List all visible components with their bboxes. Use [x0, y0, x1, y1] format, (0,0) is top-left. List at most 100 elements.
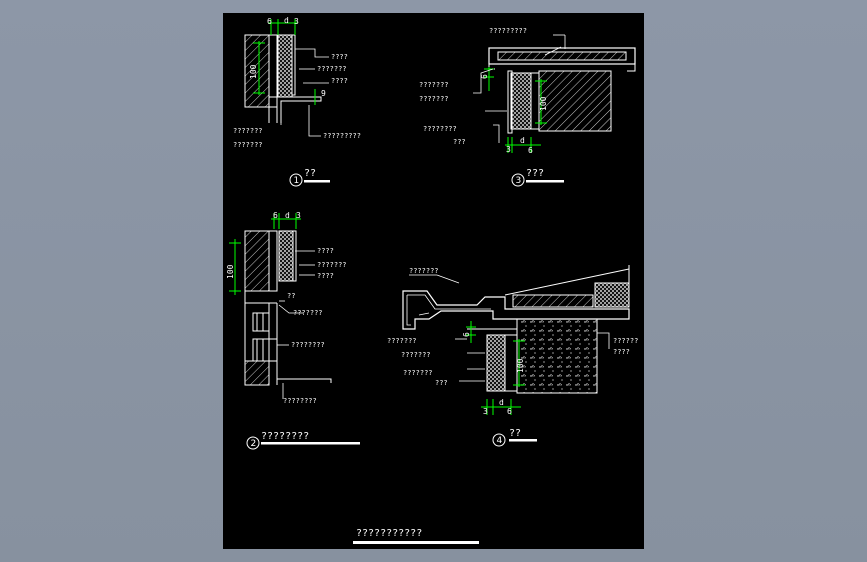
callout-label: ?????????: [489, 27, 527, 35]
roof-slab-hatch: [512, 294, 594, 308]
dim-label: 6: [480, 74, 489, 79]
wall-line: [244, 291, 277, 304]
dim-label: 3: [294, 17, 299, 26]
callout-label: ????: [331, 77, 348, 85]
dim-label: d: [284, 16, 289, 25]
parapet-hatch: [538, 70, 612, 132]
concrete-beam: [516, 318, 598, 394]
callout-label: ???????: [387, 337, 417, 345]
window-frame: [256, 338, 264, 362]
detail-number-circle: [289, 173, 303, 187]
dim-label: 100: [249, 64, 258, 79]
roof-insulation: [594, 282, 630, 308]
dim-label: d: [285, 211, 290, 220]
caption-underline: [509, 439, 537, 442]
detail-number: 3: [516, 176, 522, 186]
drip-edge: [627, 64, 636, 72]
callout-label: ???????: [401, 351, 431, 359]
insulation: [510, 72, 532, 130]
window-frame: [252, 312, 270, 332]
caption-underline: [304, 180, 330, 183]
callout-label: ???: [453, 138, 466, 146]
window-frame: [256, 312, 264, 332]
drawing-title: ???????????: [356, 528, 422, 539]
callout-label: ???????: [317, 65, 347, 73]
title-underline: [353, 541, 479, 544]
drip-edge: [488, 64, 495, 70]
leader-line: [473, 68, 494, 94]
cad-drawing: 6 d 3 100 9 ???? ??????? ???? ?????????: [226, 16, 638, 544]
coping-cap: [488, 47, 636, 65]
dim-label: 100: [539, 96, 548, 111]
drawing-title-block: ???????????: [353, 528, 479, 544]
dim-label: 100: [516, 358, 525, 373]
roof-slope-line: [504, 268, 630, 296]
detail-number: 1: [294, 176, 300, 186]
callout-label: ????: [317, 272, 334, 280]
callout-label: ???????: [317, 261, 347, 269]
callout-label: ??: [287, 292, 295, 300]
dim-label: 6: [507, 407, 512, 416]
callout-label: ???????: [409, 267, 439, 275]
dim-label: 3: [506, 145, 511, 154]
wall-hatch: [244, 360, 270, 386]
callout-label: ???: [435, 379, 448, 387]
flashing: [467, 328, 518, 336]
wall-layer: [268, 230, 278, 292]
wall-layer: [268, 34, 278, 108]
dim-label: 3: [483, 407, 488, 416]
finish-layer: [291, 34, 296, 96]
dim-label: 6: [273, 211, 278, 220]
callout-label: ????: [317, 247, 334, 255]
coping-hatch: [497, 51, 627, 61]
detail-3: ????????? 6 100 3 d 6: [419, 27, 636, 187]
dim-label: 6: [267, 17, 272, 26]
detail-number-circle: [511, 173, 525, 187]
insulation: [277, 34, 293, 98]
gutter-outline: [402, 290, 630, 330]
callout-label: ???????: [293, 309, 323, 317]
detail-number-circle: [492, 433, 506, 447]
gutter-lining: [406, 294, 491, 326]
insulation: [278, 230, 294, 282]
drawing-sheet: 6 d 3 100 9 ???? ??????? ???? ?????????: [223, 13, 644, 549]
dim-label: 6: [528, 146, 533, 155]
callout-label: ???????: [403, 369, 433, 377]
leader-line: [295, 48, 329, 58]
callout-label: ????????: [291, 341, 325, 349]
sill-flashing: [269, 96, 322, 107]
callout-label: ???????: [419, 81, 449, 89]
callout-label: ????: [613, 348, 630, 356]
finish-layer: [292, 230, 297, 282]
dim-label: 9: [321, 89, 326, 98]
caption-underline: [526, 180, 564, 183]
dim-label: 100: [226, 264, 235, 279]
detail-number: 4: [497, 436, 503, 446]
wall-hatch: [244, 230, 270, 292]
insulation: [486, 334, 506, 392]
callout-label: ????????: [283, 397, 317, 405]
dim-label: 3: [296, 211, 301, 220]
leader-line: [544, 46, 562, 56]
callout-label: ????: [331, 53, 348, 61]
detail-caption: ??: [509, 428, 521, 439]
wall-line: [244, 303, 278, 385]
leader-line: [436, 274, 460, 284]
leader-line: [493, 124, 500, 143]
callout-label: ??????: [613, 337, 638, 345]
caption-underline: [261, 442, 360, 445]
callout-label: ????????: [423, 125, 457, 133]
leader-line: [308, 105, 321, 137]
detail-caption: ??: [304, 168, 316, 179]
dim-label: d: [520, 136, 525, 145]
callout-label: ???????: [233, 141, 263, 149]
dim-label: 6: [462, 332, 471, 337]
callout-label: ???????: [419, 95, 449, 103]
callout-label: ???????: [233, 127, 263, 135]
callout-label: ?????????: [323, 132, 361, 140]
sill-line: [277, 378, 332, 383]
leader-line: [597, 332, 610, 349]
dim-label: d: [499, 398, 504, 407]
wall-hatch: [244, 34, 270, 108]
